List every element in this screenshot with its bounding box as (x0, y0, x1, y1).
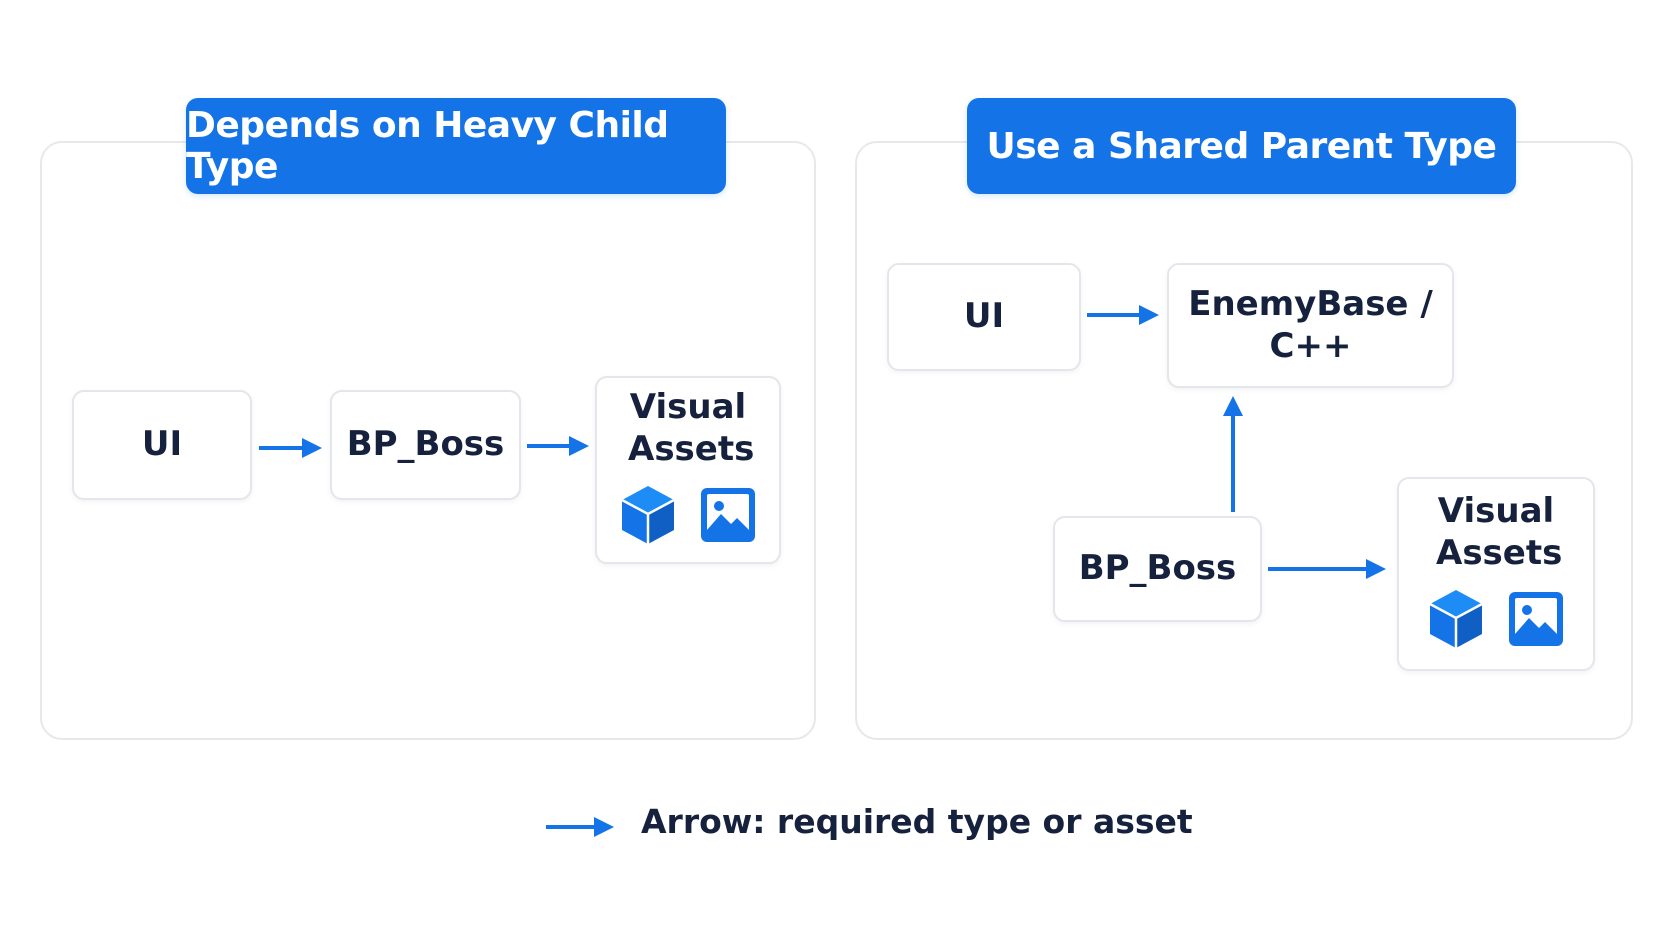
right-ui-node: UI (887, 263, 1081, 371)
left-panel-title: Depends on Heavy Child Type (186, 98, 726, 194)
cube-icon (1427, 588, 1485, 660)
enemy-base-node: EnemyBase / C++ (1167, 263, 1454, 388)
right-visual-assets-node: Visual Assets (1397, 477, 1595, 671)
cube-icon (619, 484, 677, 556)
right-bp-boss-node: BP_Boss (1053, 516, 1262, 622)
right-panel-title: Use a Shared Parent Type (967, 98, 1516, 194)
left-bp-boss-node: BP_Boss (330, 390, 521, 500)
left-visual-assets-node: Visual Assets (595, 376, 781, 564)
right-ui-label: UI (963, 296, 1005, 337)
image-icon (1507, 590, 1565, 658)
left-bp-boss-label: BP_Boss (346, 424, 505, 465)
left-visual-assets-label: Visual Assets (628, 387, 755, 469)
enemy-base-label-line2: C++ (1269, 325, 1352, 366)
right-visual-assets-label: Visual Assets (1436, 491, 1563, 573)
legend-label: Arrow: required type or asset (641, 802, 1193, 841)
left-ui-node: UI (72, 390, 252, 500)
right-bp-boss-label: BP_Boss (1078, 548, 1237, 589)
enemy-base-label-line1: EnemyBase / (1188, 284, 1433, 325)
left-ui-label: UI (141, 424, 183, 465)
image-icon (699, 486, 757, 554)
